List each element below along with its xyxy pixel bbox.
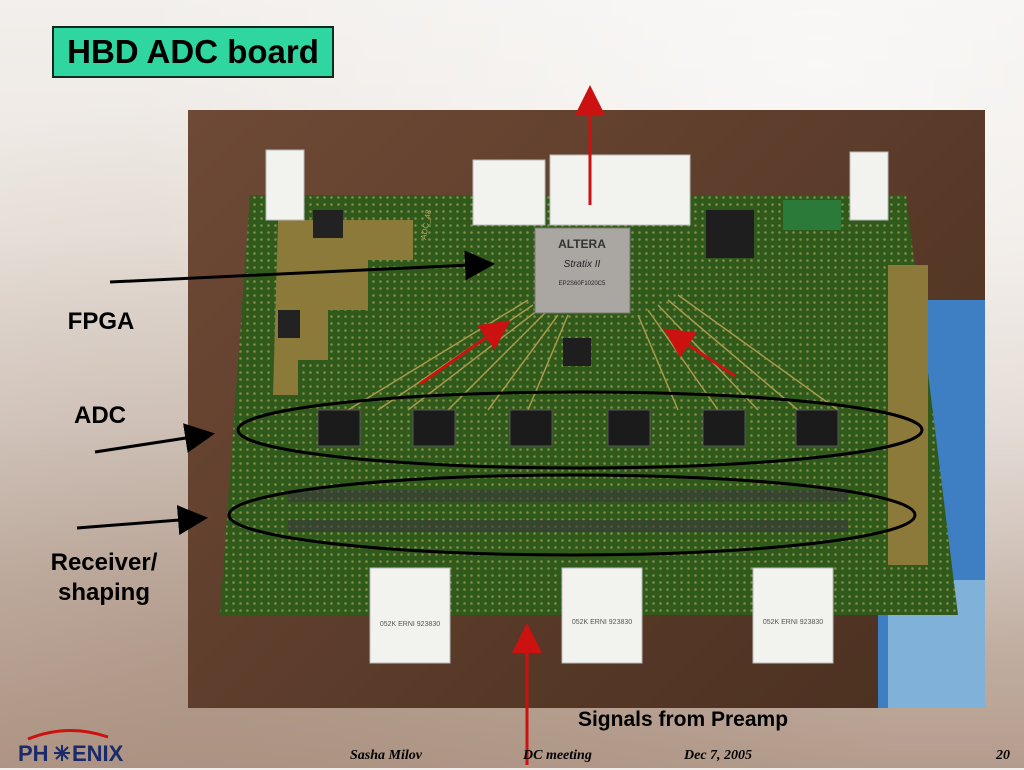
footer-page-number: 20 (996, 748, 1010, 763)
bottom-connector-3 (752, 567, 834, 664)
bottom-connector-2 (561, 567, 643, 664)
adc-chip-6 (795, 409, 839, 447)
adc-chip-1 (317, 409, 361, 447)
regulator (278, 310, 300, 338)
corner-connector-right (849, 151, 889, 221)
phenix-logo: PH ENIX (18, 725, 138, 766)
connector-label-2: 052K ERNI 923830 (572, 619, 632, 626)
signals-label: Signals from Preamp (577, 708, 789, 731)
footer-author: Sasha Milov (350, 748, 422, 763)
receiver-label: Receiver/ shaping (50, 549, 158, 606)
pcb-vias (220, 195, 958, 615)
small-chip (313, 210, 343, 238)
adc-chip-5 (702, 409, 746, 447)
top-right-ic (706, 210, 754, 258)
phenix-logo-graphic: PH ENIX (18, 729, 124, 766)
footer-meeting: DC meeting (523, 748, 592, 763)
adc-to-fpga-arrow-left (419, 320, 511, 386)
receiver-arrow (76, 505, 208, 536)
ground-plane-left (273, 220, 413, 395)
connector-label-1: 052K ERNI 923830 (380, 621, 440, 628)
adc-arrow (94, 423, 215, 454)
corner-connector-left (265, 149, 305, 221)
top-connector-1 (472, 159, 546, 226)
slide-title: HBD ADC board (52, 26, 334, 78)
bottom-connector-1 (369, 567, 451, 664)
logo-text-right: ENIX (72, 741, 124, 765)
adc-chip-3 (509, 409, 553, 447)
board-photo: ALTERA Stratix II EP2S60F1020C5 ADC_48 0… (188, 110, 985, 708)
adc-ellipse (236, 390, 924, 470)
small-ic-center (563, 338, 591, 366)
adc-label: ADC (74, 402, 126, 429)
board-illustration: ALTERA Stratix II EP2S60F1020C5 ADC_48 0… (220, 149, 985, 708)
adc-chip-2 (412, 409, 456, 447)
fpga-arrow (109, 250, 495, 284)
fpga-family-text: Stratix II (564, 259, 601, 270)
fpga-label: FPGA (67, 308, 135, 335)
daughter-board (783, 200, 841, 230)
adc-to-fpga-arrow-right (663, 328, 736, 378)
adc-chips (317, 409, 839, 447)
logo-star-icon (54, 745, 70, 761)
footer-date: Dec 7, 2005 (684, 748, 753, 763)
logo-swoosh (27, 729, 109, 741)
receiver-components (288, 490, 848, 532)
connector-label-3: 052K ERNI 923830 (763, 619, 823, 626)
adc-chip-4 (607, 409, 651, 447)
fpga-part-text: EP2S60F1020C5 (559, 281, 606, 287)
top-connector-2 (549, 154, 691, 226)
receiver-ellipse (227, 473, 917, 557)
fpga-brand-text: ALTERA (558, 237, 606, 251)
logo-text-left: PH (18, 741, 49, 765)
fpga-chip (534, 227, 631, 314)
